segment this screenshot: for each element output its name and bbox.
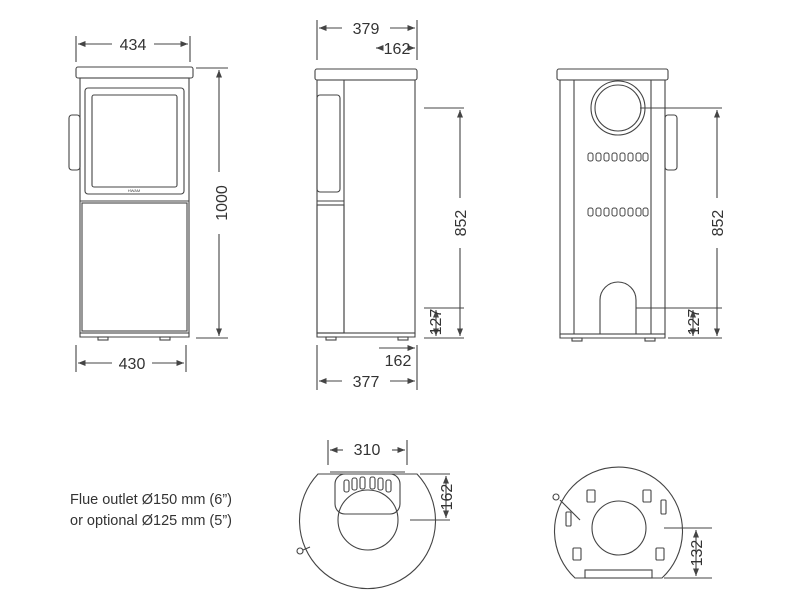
rear-vent-slots — [587, 152, 649, 217]
top-depth-label: 162 — [439, 484, 456, 511]
bottom-inlet-offset-label: 132 — [689, 540, 706, 567]
front-door-frame — [84, 87, 185, 195]
top-body-outline — [298, 473, 437, 590]
rear-handle — [664, 114, 678, 171]
side-top-plate — [314, 68, 418, 81]
front-glass — [91, 94, 178, 188]
bottom-air-inlet — [591, 500, 647, 556]
rear-dimensions — [636, 107, 722, 339]
front-handle — [68, 114, 81, 171]
side-body — [316, 79, 416, 334]
rear-inlet-height-label: 127 — [686, 309, 703, 336]
front-view — [68, 66, 194, 341]
front-width-bottom-label: 430 — [119, 356, 146, 373]
side-depth-bottom-partial-label: 162 — [385, 353, 412, 370]
top-view — [296, 440, 450, 590]
flue-note-line-1: Flue outlet Ø150 mm (6”) — [70, 492, 232, 508]
side-base-height-label: 127 — [428, 309, 445, 336]
top-flue-circle — [337, 489, 399, 551]
side-view — [314, 68, 418, 341]
front-height-label: 1000 — [214, 185, 231, 221]
side-depth-bottom-label: 377 — [353, 374, 380, 391]
front-body — [79, 77, 190, 334]
side-flue-height-label: 852 — [453, 210, 470, 237]
flue-outlet-note: Flue outlet Ø150 mm (6”) or optional Ø12… — [70, 490, 232, 532]
bottom-view — [552, 466, 712, 579]
front-badge: HWAM — [128, 188, 141, 193]
front-foot-left — [97, 336, 109, 341]
rear-air-inlet — [599, 281, 637, 334]
front-lower-panel — [81, 202, 188, 332]
side-depth-top-label: 379 — [353, 21, 380, 38]
top-width-label: 310 — [354, 442, 381, 459]
side-dimensions — [316, 20, 464, 390]
side-lower-door — [316, 204, 345, 334]
side-handle — [316, 94, 341, 193]
front-width-top-label: 434 — [120, 37, 147, 54]
bottom-body-outline — [553, 466, 684, 579]
front-top-plate — [75, 66, 194, 79]
rear-flue-height-label: 852 — [710, 210, 727, 237]
rear-flue-outlet — [590, 80, 646, 136]
rear-view — [556, 68, 678, 342]
front-dimensions — [75, 36, 228, 372]
front-plinth — [79, 333, 190, 338]
side-depth-top-partial-label: 162 — [384, 41, 411, 58]
flue-note-line-2: or optional Ø125 mm (5”) — [70, 513, 232, 529]
front-foot-right — [159, 336, 171, 341]
top-flue-cover — [334, 473, 401, 515]
